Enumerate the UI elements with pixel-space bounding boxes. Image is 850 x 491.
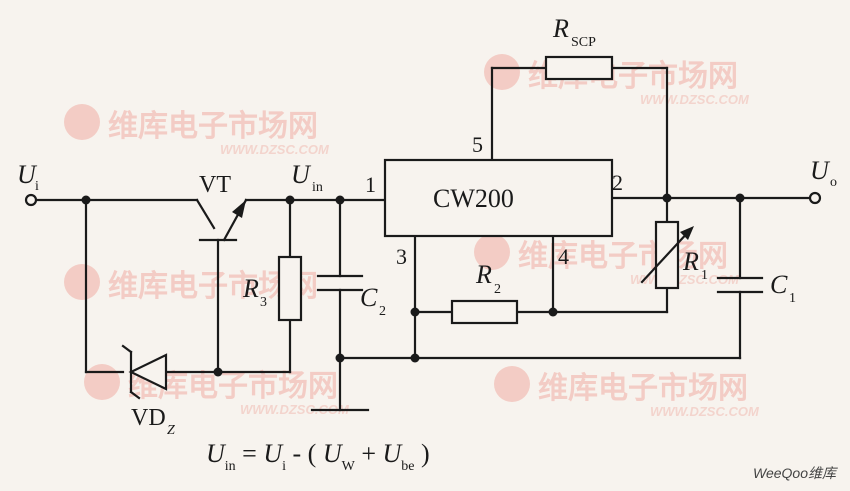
label-rscp: R SCP (552, 14, 596, 50)
output-terminal (808, 191, 822, 205)
ic-cw200 (383, 158, 614, 238)
label-c1: C 1 (770, 270, 796, 306)
svg-text:VD: VD (131, 405, 166, 431)
formula: Uin = Ui - ( UW + Ube ) (206, 439, 430, 474)
junction-dots (81, 193, 745, 377)
label-cw200: CW200 (433, 184, 514, 213)
label-uo: U o (810, 156, 837, 190)
label-vt: VT (199, 172, 231, 198)
svg-text:SCP: SCP (571, 35, 596, 50)
pin-2: 2 (612, 170, 623, 195)
resistor-r1 (640, 220, 694, 290)
capacitor-c2 (316, 274, 364, 292)
transistor-vt (195, 198, 248, 242)
resistor-r2 (450, 299, 519, 325)
svg-text:R: R (552, 14, 569, 43)
credit-text: WeeQoo维库 (753, 465, 836, 481)
label-c2: C 2 (360, 283, 386, 319)
svg-text:WWW.DZSC.COM: WWW.DZSC.COM (220, 142, 330, 157)
svg-text:R: R (242, 274, 259, 303)
label-uin: U in (291, 160, 323, 195)
resistor-rscp (544, 55, 614, 81)
svg-text:WWW.DZSC.COM: WWW.DZSC.COM (650, 404, 760, 419)
svg-text:Uin = Ui - ( UW + Ube ): Uin = Ui - ( UW + Ube ) (206, 439, 430, 474)
resistor-r3 (277, 255, 303, 322)
pin-4: 4 (558, 244, 569, 269)
wires (35, 66, 810, 412)
label-r2: R 2 (475, 260, 501, 297)
input-terminal (24, 193, 38, 207)
svg-text:U: U (291, 160, 312, 189)
svg-text:2: 2 (494, 282, 501, 297)
svg-text:R: R (682, 247, 699, 276)
svg-text:o: o (830, 175, 837, 190)
svg-text:C: C (360, 283, 378, 312)
svg-text:WWW.DZSC.COM: WWW.DZSC.COM (240, 402, 350, 417)
label-r1: R 1 (682, 247, 708, 283)
svg-text:in: in (312, 180, 323, 195)
label-vdz: VD Z (131, 405, 175, 438)
pin-5: 5 (472, 132, 483, 157)
capacitor-c1 (716, 276, 764, 294)
svg-text:U: U (810, 156, 831, 185)
svg-text:Z: Z (167, 423, 175, 438)
svg-text:R: R (475, 260, 492, 289)
svg-text:WWW.DZSC.COM: WWW.DZSC.COM (640, 92, 750, 107)
svg-text:维库电子市场网: 维库电子市场网 (108, 109, 318, 144)
svg-text:3: 3 (260, 295, 267, 310)
svg-text:U: U (17, 160, 38, 189)
svg-text:2: 2 (379, 304, 386, 319)
svg-text:i: i (35, 179, 39, 194)
svg-text:1: 1 (701, 268, 708, 283)
label-ui: U i (17, 160, 39, 194)
svg-text:维库电子市场网: 维库电子市场网 (538, 371, 748, 406)
svg-text:C: C (770, 270, 788, 299)
zener-diode (121, 344, 168, 400)
svg-text:1: 1 (789, 291, 796, 306)
pin-1: 1 (365, 172, 376, 197)
label-r3: R 3 (242, 274, 267, 310)
pin-3: 3 (396, 244, 407, 269)
